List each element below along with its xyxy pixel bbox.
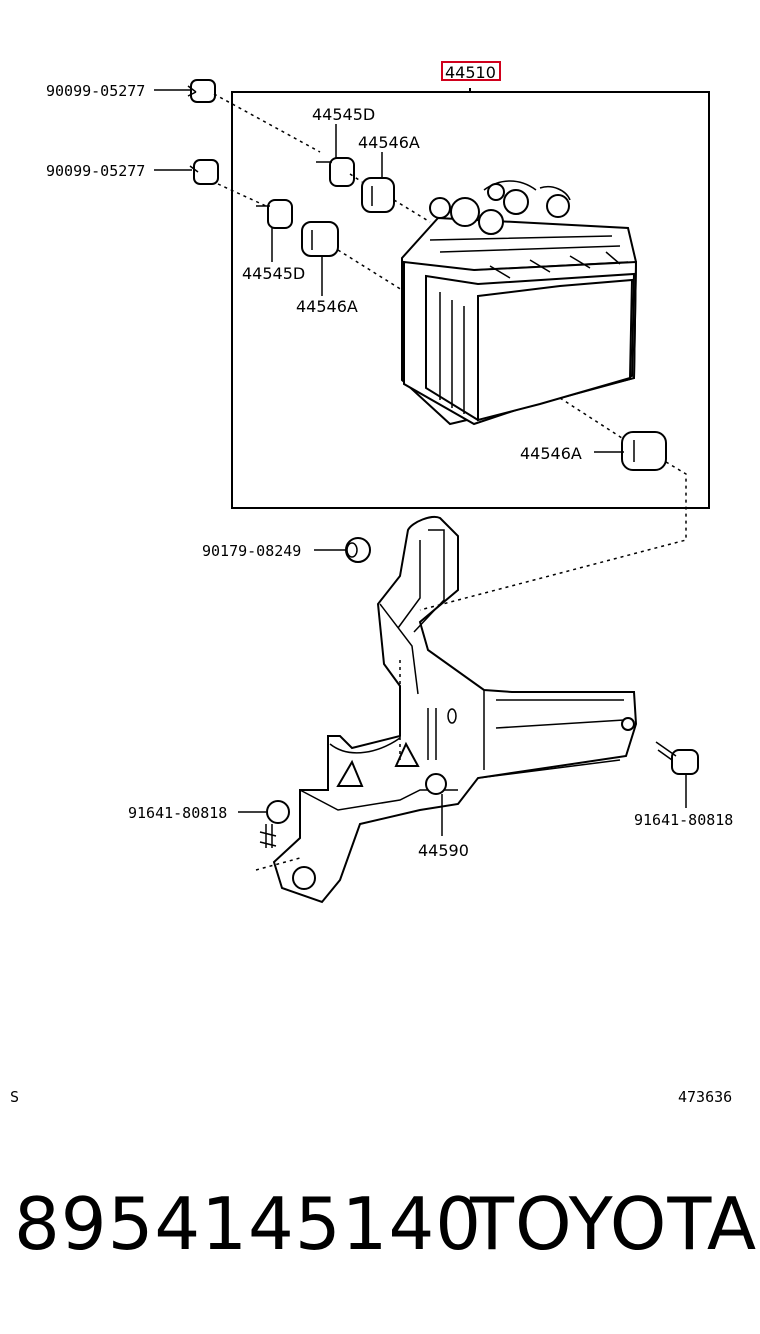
assembly-number-highlight (441, 61, 501, 81)
cushion-44546a-right (621, 431, 667, 471)
cushion-44546a-upper (361, 177, 395, 213)
callout-44546a-lower: 44546A (296, 297, 358, 316)
brand-caption: TOYOTA (470, 1182, 758, 1266)
bracket-44590 (272, 516, 638, 904)
bolt-91641-right (655, 741, 699, 775)
bolt-91641-left (259, 800, 290, 848)
callout-44545d-lower: 44545D (242, 264, 305, 283)
cushion-44545d-lower (256, 199, 293, 229)
callout-90099-05277-upper: 90099-05277 (46, 82, 145, 100)
assembly-frame: 44510 (231, 61, 710, 509)
callout-90179-08249: 90179-08249 (202, 542, 301, 560)
abs-actuator-unit (401, 180, 638, 426)
assembly-number-label: 44510 (445, 63, 496, 82)
parts-diagram: 44510 (10, 61, 733, 1106)
callout-labels: 90099-05277 90099-05277 44545D 44546A 44… (46, 82, 733, 860)
callout-91641-80818-right: 91641-80818 (634, 811, 733, 829)
leader-lines (154, 89, 687, 836)
callout-91641-80818-left: 91641-80818 (128, 804, 227, 822)
callout-44546a-right: 44546A (520, 444, 582, 463)
cushion-44546a-lower (301, 221, 339, 257)
callout-44546a-upper: 44546A (358, 133, 420, 152)
bolt-90099-lower (189, 159, 219, 185)
callout-90099-05277-lower: 90099-05277 (46, 162, 145, 180)
footer-left-code: S (10, 1088, 19, 1106)
assembly-lines (213, 93, 687, 871)
part-number-caption: 8954145140 (14, 1182, 483, 1266)
footer-right-code: 473636 (678, 1088, 732, 1106)
bolt-90099-upper (187, 79, 216, 103)
callout-44545d-upper: 44545D (312, 105, 375, 124)
callout-44590: 44590 (418, 841, 469, 860)
cushion-44545d-upper (316, 157, 355, 187)
nut-90179-08249 (345, 537, 371, 563)
